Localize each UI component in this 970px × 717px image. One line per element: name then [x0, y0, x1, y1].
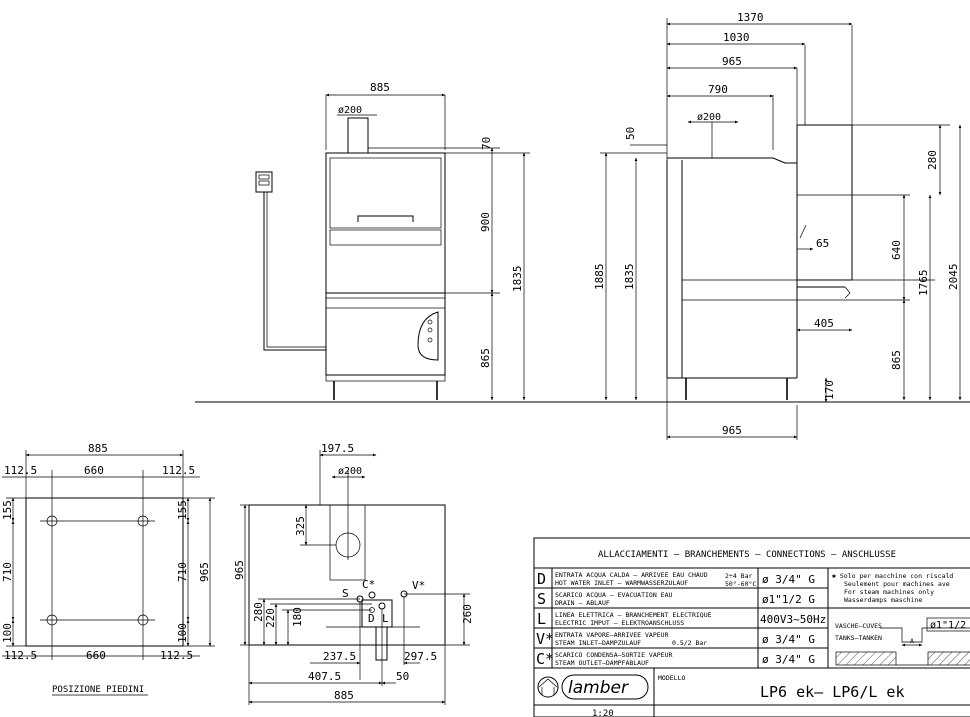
conn-size-c: ø 3/4" G — [762, 653, 815, 666]
brand-name: lamber — [568, 678, 629, 698]
feet-total-depth: 965 — [198, 562, 211, 582]
front-hood-height: 900 — [479, 212, 492, 232]
side-dim-405: 405 — [814, 317, 834, 330]
feet-left-offset: 112.5 — [4, 464, 37, 477]
conn-row-c-line1: SCARICO CONDENSA–SORTIE VAPEUR — [555, 651, 672, 659]
feet-total-width: 885 — [88, 442, 108, 455]
side-view: 1370 1030 965 790 ø200 50 1885 1835 — [593, 11, 962, 440]
side-dim-280: 280 — [926, 150, 939, 170]
feet-right-depth: 710 — [176, 562, 189, 582]
conn-code-l: L — [537, 610, 546, 628]
conn-row-d-line2: HOT WATER INLET – WARMWASSERZULAUF — [555, 579, 688, 587]
conn-code-d: D — [537, 570, 546, 588]
top-label-l: L — [382, 612, 389, 625]
conn-row-v-line1: ENTRATA VAPORE–ARRIVEE VAPEUR — [555, 631, 669, 639]
top-label-c: C* — [362, 578, 375, 591]
side-dim-170: 170 — [823, 380, 836, 400]
feet-spacing: 660 — [84, 464, 104, 477]
top-label-s: S — [342, 587, 349, 600]
tank-size: ø1"1/2 — [930, 620, 966, 631]
side-dim-1885: 1885 — [593, 264, 606, 291]
conn-note-line-1: ✱ Solo per macchine con riscald — [831, 572, 953, 580]
conn-note-line-4: Wasserdamps maschine — [844, 596, 922, 604]
connections-title: ALLACCIAMENTI – BRANCHEMENTS – CONNECTIO… — [598, 550, 896, 560]
feet-bottom-offset-right: 100 — [176, 623, 189, 643]
connections-table: ALLACCIAMENTI – BRANCHEMENTS – CONNECTIO… — [533, 537, 970, 717]
conn-row-d-line1: ENTRATA ACQUA CALDA – ARRIVEE EAU CHAUD — [555, 571, 708, 579]
side-dim-1765: 1765 — [917, 270, 930, 297]
top-dim-180: 180 — [291, 607, 304, 627]
feet-top-offset-right: 155 — [176, 500, 189, 520]
conn-note-line-3: For steam machines only — [844, 588, 934, 596]
front-base-height: 865 — [479, 348, 492, 368]
side-dim-1030: 1030 — [723, 31, 750, 44]
brand-logo: lamber — [537, 674, 649, 700]
side-dim-965: 965 — [722, 55, 742, 68]
side-dim-2045: 2045 — [947, 264, 960, 291]
side-dim-65: 65 — [816, 237, 829, 250]
conn-size-s: ø1"1/2 G — [762, 593, 815, 606]
top-total-depth: 965 — [233, 560, 246, 580]
conn-row-l-line2: ELECTRIC IMPUT – ELEKTROANSCHLUSS — [555, 619, 684, 627]
conn-row-v-line2: STEAM INLET–DAMPZULAUF — [555, 639, 641, 647]
top-flue-offset: 197.5 — [321, 442, 354, 455]
model-label: MODELLO — [658, 674, 685, 682]
feet-bottom-spacing: 660 — [86, 649, 106, 662]
tank-dim-a: A — [910, 637, 914, 645]
front-view: 885 ø200 70 900 — [255, 81, 530, 401]
top-plan: 197.5 ø200 325 965 S C* V* D L 280 — [233, 442, 474, 705]
conn-row-l-line1: LINEA ELETTRICA – BRANCHEMENT ELECTRIQUE — [555, 611, 712, 619]
side-bottom-width: 965 — [722, 424, 742, 437]
conn-size-l: 400V3~50Hz — [760, 613, 826, 626]
top-flue-diameter: ø200 — [338, 466, 362, 477]
side-dim-1835: 1835 — [623, 264, 636, 291]
conn-row-v-note1: 0.5/2 Bar — [672, 639, 707, 647]
conn-row-s-line1: SCARICO ACQUA – EVACUATION EAU — [555, 591, 672, 599]
top-dim-50: 50 — [396, 670, 409, 683]
top-total-width: 885 — [334, 689, 354, 702]
top-dim-280: 280 — [252, 602, 265, 622]
top-label-d: D — [368, 612, 375, 625]
conn-size-d: ø 3/4" G — [762, 573, 815, 586]
feet-plan-caption: POSIZIONE PIEDINI — [52, 685, 144, 695]
conn-code-v: V* — [536, 630, 554, 648]
feet-bottom-right-offset: 112.5 — [160, 649, 193, 662]
top-label-v: V* — [412, 579, 425, 592]
front-flue-height: 70 — [480, 137, 493, 150]
tanks-label-2: TANKS–TANKEN — [835, 634, 882, 642]
feet-left-depth: 710 — [1, 562, 14, 582]
scale-value: 1:20 — [592, 709, 614, 717]
side-dim-1370: 1370 — [737, 11, 764, 24]
top-dim-237: 237.5 — [323, 650, 356, 663]
feet-bottom-offset: 100 — [1, 623, 14, 643]
conn-size-v: ø 3/4" G — [762, 633, 815, 646]
top-dim-220: 220 — [264, 608, 277, 628]
side-dim-790: 790 — [708, 83, 728, 96]
side-flue-diameter: ø200 — [697, 112, 721, 123]
top-dim-297: 297.5 — [404, 650, 437, 663]
conn-note-line-2: Seulement pour machines ave — [844, 580, 950, 588]
front-total-height: 1835 — [511, 266, 524, 293]
conn-code-s: S — [537, 590, 546, 608]
conn-row-c-line2: STEAM OUTLET–DAMPFABLAUF — [555, 659, 649, 667]
model-name: LP6 ek– LP6/L ek — [760, 683, 905, 701]
tanks-label-1: VASCHE–CUVES — [835, 622, 882, 630]
top-dim-407: 407.5 — [308, 670, 341, 683]
top-dim-260: 260 — [461, 604, 474, 624]
top-flue-depth: 325 — [294, 516, 307, 536]
feet-bottom-left-offset: 112.5 — [4, 649, 37, 662]
conn-row-d-note1: 2÷4 Bar — [725, 572, 752, 580]
front-width-label: 885 — [370, 81, 390, 94]
side-dim-865: 865 — [890, 350, 903, 370]
feet-plan: 885 112.5 660 112.5 155 710 100 155 710 … — [1, 442, 215, 696]
conn-row-d-note2: 50°-60°C — [725, 580, 756, 588]
side-dim-640: 640 — [890, 240, 903, 260]
side-dim-50: 50 — [624, 127, 637, 140]
conn-row-s-line2: DRAIN – ABLAUF — [555, 599, 610, 607]
front-flue-diameter: ø200 — [338, 105, 362, 116]
conn-code-c: C* — [536, 650, 554, 668]
feet-top-offset: 155 — [1, 500, 14, 520]
feet-right-offset: 112.5 — [162, 464, 195, 477]
